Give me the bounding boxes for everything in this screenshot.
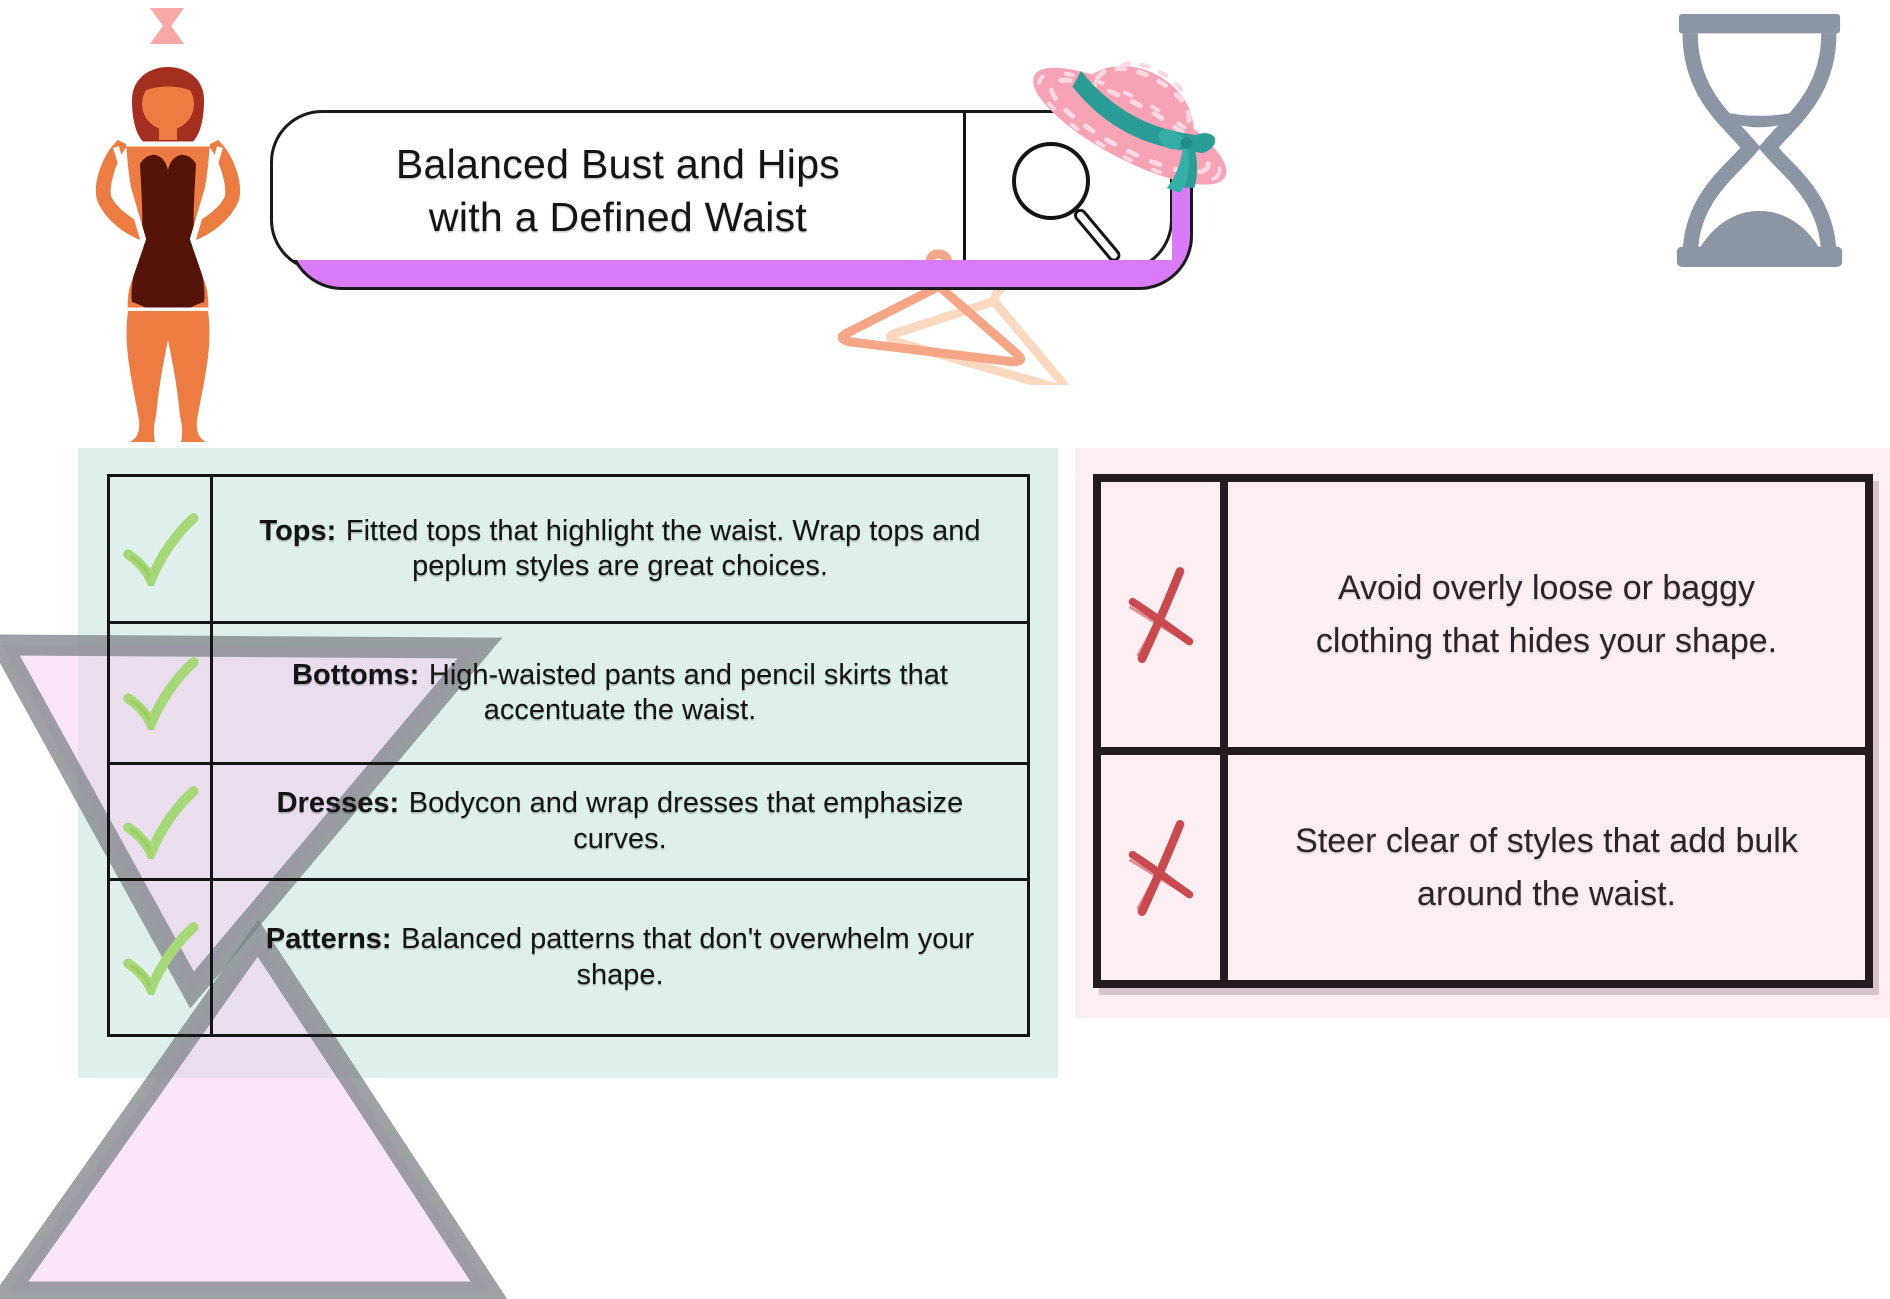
search-query-text: Balanced Bust and Hips with a Defined Wa… (273, 113, 963, 269)
search-bar[interactable]: Balanced Bust and Hips with a Defined Wa… (270, 110, 1173, 272)
check-icon (123, 513, 199, 586)
do-text-cell: Patterns: Balanced patterns that don't ov… (213, 881, 1027, 1034)
check-icon (123, 657, 199, 730)
do-check-cell (110, 765, 213, 881)
do-check-cell (110, 624, 213, 765)
search-divider (963, 113, 966, 269)
search-icon[interactable] (973, 131, 1143, 271)
hourglass-icon (1676, 14, 1843, 267)
dont-text-cell: Steer clear of styles that add bulk arou… (1228, 755, 1865, 980)
do-check-cell (110, 881, 213, 1034)
clothes-hangers-icon (837, 249, 1068, 385)
do-item-text: Fitted tops that highlight the waist. Wr… (345, 514, 981, 582)
x-mark-icon (1128, 566, 1193, 663)
do-item-label: Bottoms: (292, 658, 420, 691)
do-text-cell: Dresses:Bodycon and wrap dresses that em… (213, 765, 1027, 881)
check-icon (123, 921, 199, 995)
do-item-text: Bodycon and wrap dresses that emphasize … (408, 787, 964, 855)
mini-hourglass-icon (150, 8, 184, 44)
do-text-cell: Tops:Fitted tops that highlight the wais… (213, 477, 1027, 624)
do-item-label: Dresses: (276, 787, 400, 820)
hourglass-triangles-watermark (0, 634, 508, 1299)
hourglass-body-figure (95, 67, 241, 442)
do-check-cell (110, 477, 213, 624)
dont-table: Avoid overly loose or baggy clothing tha… (1093, 474, 1873, 988)
dont-text-cell: Avoid overly loose or baggy clothing tha… (1228, 482, 1865, 755)
do-item-label: Patterns: (265, 923, 392, 956)
dont-item-text: Avoid overly loose or baggy clothing tha… (1315, 568, 1778, 660)
hat-bow (1158, 129, 1216, 193)
x-mark-icon (1128, 819, 1193, 916)
search-query-line1: Balanced Bust and Hips (395, 140, 841, 187)
check-icon (123, 785, 199, 859)
search-query-line2: with a Defined Waist (428, 194, 808, 240)
dont-item-text: Steer clear of styles that add bulk arou… (1295, 821, 1798, 913)
do-text-cell: Bottoms:High-waisted pants and pencil sk… (213, 624, 1027, 765)
dont-panel-background (1075, 448, 1890, 1018)
do-item-label: Tops: (259, 514, 337, 547)
dont-cross-cell (1101, 482, 1228, 755)
dont-cross-cell (1101, 755, 1228, 980)
do-table: Tops:Fitted tops that highlight the wais… (107, 474, 1030, 1037)
sun-hat-icon (1033, 61, 1227, 193)
do-item-text: Balanced patterns that don't overwhelm y… (401, 923, 975, 991)
do-item-text: High-waisted pants and pencil skirts tha… (428, 658, 948, 726)
